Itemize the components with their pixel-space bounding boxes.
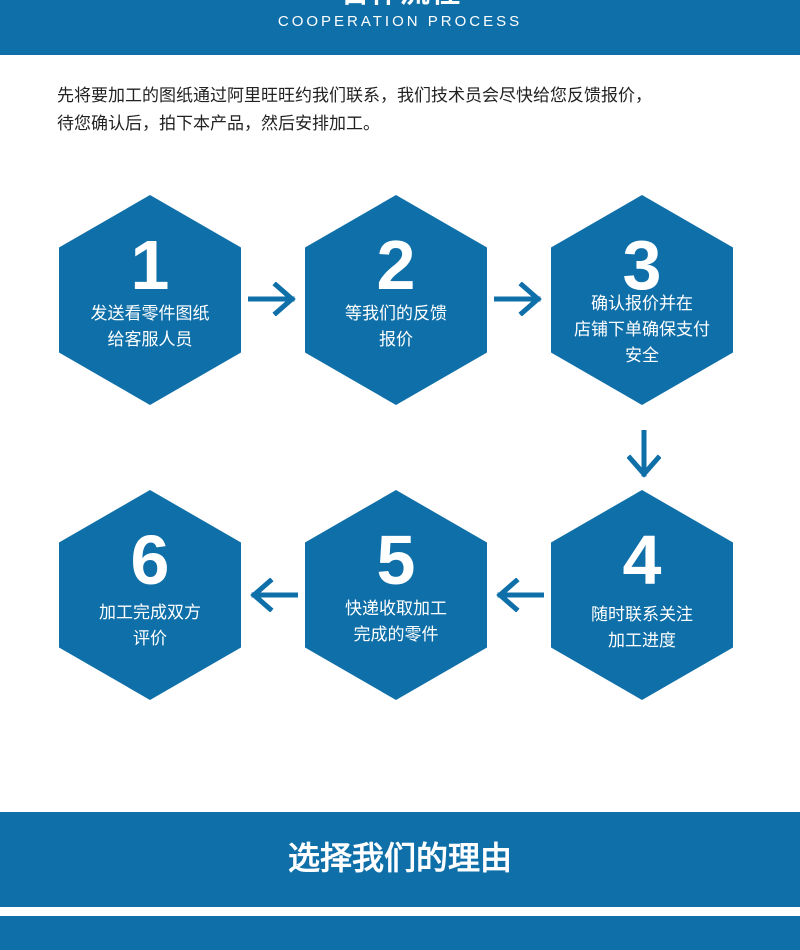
arrow-down-icon: [627, 430, 661, 478]
step-4-hexagon: 4 随时联系关注 加工进度: [551, 490, 733, 700]
bottom-strip: [0, 916, 800, 950]
step-4-label: 随时联系关注 加工进度: [591, 605, 693, 651]
step-3-hexagon: 3 确认报价并在 店铺下单确保支付 安全: [551, 195, 733, 405]
step-6-hexagon: 6 加工完成双方 评价: [59, 490, 241, 700]
page-subtitle: COOPERATION PROCESS: [277, 13, 523, 30]
step-4-number: 4: [622, 521, 662, 599]
step-3-number: 3: [622, 226, 662, 304]
reasons-title: 选择我们的理由: [287, 839, 512, 877]
arrow-right-icon: [494, 282, 542, 316]
step-2-hexagon: 2 等我们的反馈 报价: [305, 195, 487, 405]
step-5-number: 5: [376, 521, 416, 599]
intro-text: 先将要加工的图纸通过阿里旺旺约我们联系，我们技术员会尽快给您反馈报价， 待您确认…: [57, 82, 767, 138]
arrow-left-icon: [496, 578, 544, 612]
step-5-label: 快递收取加工 完成的零件: [345, 599, 447, 645]
step-1-label: 发送看零件图纸 给客服人员: [90, 304, 210, 350]
reasons-banner: 选择我们的理由: [0, 812, 800, 907]
intro-line-1: 先将要加工的图纸通过阿里旺旺约我们联系，我们技术员会尽快给您反馈报价，: [57, 86, 652, 106]
header-banner: 合作流程 COOPERATION PROCESS: [0, 0, 800, 55]
step-6-number: 6: [130, 521, 170, 599]
step-2-number: 2: [376, 226, 416, 304]
intro-line-2: 待您确认后，拍下本产品，然后安排加工。: [57, 114, 380, 134]
step-3-label: 确认报价并在 店铺下单确保支付 安全: [574, 294, 710, 366]
page-title: 合作流程: [0, 0, 800, 8]
step-5-hexagon: 5 快递收取加工 完成的零件: [305, 490, 487, 700]
step-6-label: 加工完成双方 评价: [99, 603, 201, 649]
arrow-right-icon: [248, 282, 296, 316]
step-2-label: 等我们的反馈 报价: [345, 304, 447, 350]
step-1-hexagon: 1 发送看零件图纸 给客服人员: [59, 195, 241, 405]
arrow-left-icon: [250, 578, 298, 612]
step-1-number: 1: [130, 226, 170, 304]
